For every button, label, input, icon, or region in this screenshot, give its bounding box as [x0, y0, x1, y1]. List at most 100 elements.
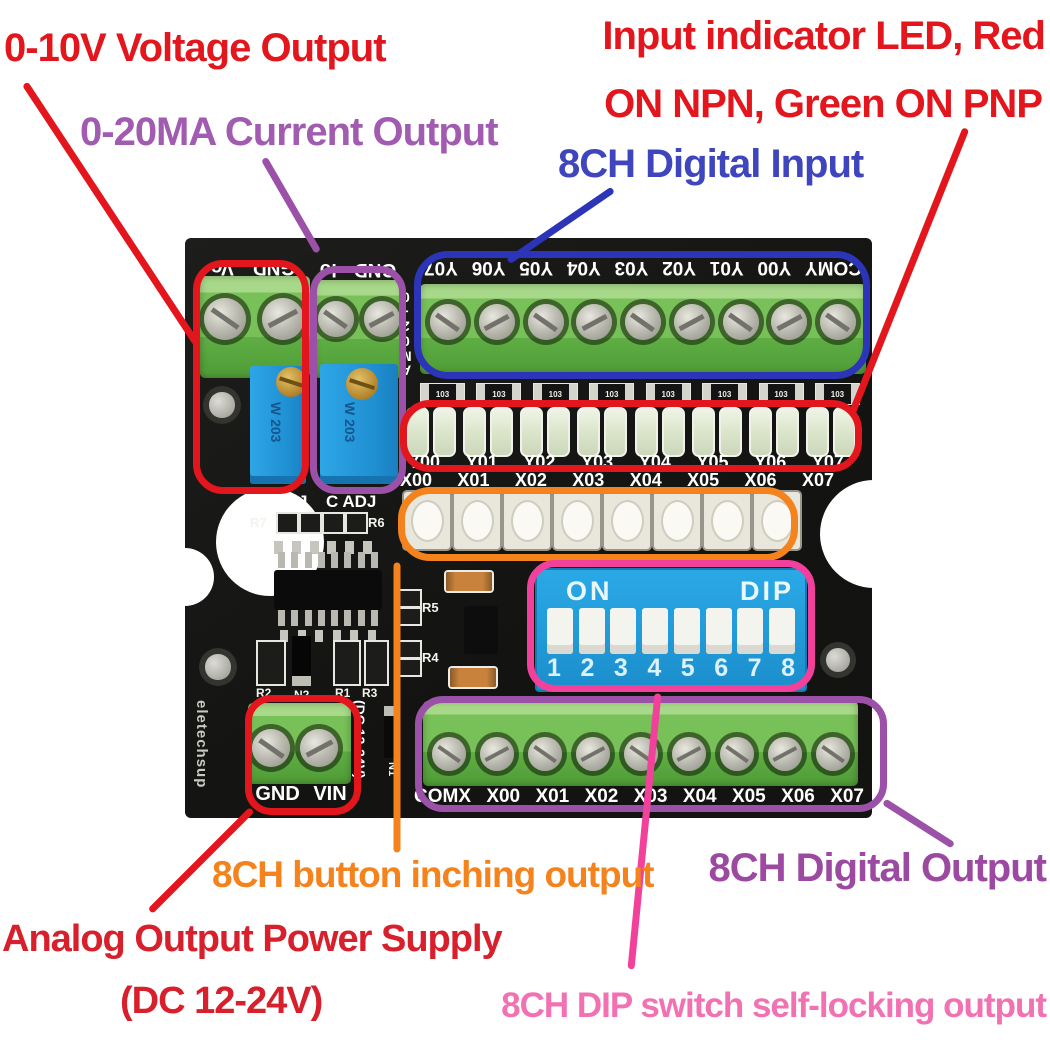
button-label: X03 [572, 470, 605, 490]
button-label: X02 [514, 470, 547, 490]
dip-number: 2 [580, 654, 595, 682]
leader-line-digital-output [882, 798, 956, 849]
screw-terminal [527, 304, 564, 340]
dip-slider [642, 608, 669, 654]
dip-slider [705, 608, 732, 654]
pot-screw [276, 367, 306, 397]
screw-terminal [318, 301, 354, 337]
callout-voltage-output [193, 260, 309, 494]
tact-button [702, 490, 752, 551]
screw-terminal [820, 304, 856, 340]
capacitor [450, 668, 496, 687]
label-dip-self-locking: 8CH DIP switch self-locking output [501, 986, 1047, 1025]
mounting-hole [203, 386, 241, 424]
screw-terminal [478, 304, 515, 340]
brand-text: eletechsup [193, 700, 210, 789]
screw-terminal [816, 737, 850, 771]
led-indicator-pair [691, 407, 742, 457]
callout-buttons [398, 487, 798, 561]
dip-slider [737, 608, 764, 654]
label-voltage-output: 0-10V Voltage Output [4, 26, 387, 70]
screw-terminal [528, 737, 562, 771]
smd-component [256, 640, 286, 686]
smd-component [333, 640, 361, 686]
board-notch-left [156, 548, 214, 606]
smd-resistor: 103 [702, 383, 748, 405]
label-input-indicator-1: Input indicator LED, Red [602, 14, 1046, 58]
screw-terminal [722, 304, 759, 340]
smd-resistor: 103 [420, 383, 465, 405]
dip-number: 7 [747, 654, 762, 682]
screw-terminal [576, 737, 610, 771]
label-power-supply-2: (DC 12-24V) [120, 980, 323, 1022]
label-current-output: 0-20MA Current Output [80, 110, 499, 154]
mounting-hole [820, 642, 856, 678]
smd-resistor: 103 [645, 383, 691, 405]
diode [292, 636, 311, 686]
button-label: X00 [400, 470, 433, 490]
callout-led-indicators [400, 400, 862, 472]
ref-r6: R6 [368, 515, 385, 530]
pot-marking: W 203 [268, 402, 284, 443]
dip-number: 4 [647, 654, 662, 682]
button-label: X07 [801, 470, 834, 490]
screw-terminal [252, 729, 290, 767]
screw-terminal [300, 729, 338, 767]
ref-r4: R4 [422, 650, 439, 665]
dip-number: 3 [613, 654, 628, 682]
smd-component [364, 640, 389, 686]
led-indicator-pair [748, 407, 799, 457]
capacitor [446, 572, 492, 591]
callout-digital-input [414, 251, 870, 379]
ic-chip [274, 570, 382, 610]
board-notch-right [820, 480, 928, 588]
screw-terminal [720, 737, 754, 771]
button-label: X05 [687, 470, 720, 490]
silkscreen-v-adj: V ADJ [258, 492, 308, 511]
ref-r5: R5 [422, 600, 439, 615]
led-indicator-pair [463, 407, 514, 457]
screw-terminal [480, 737, 514, 771]
label-digital-input: 8CH Digital Input [558, 142, 864, 186]
screw-terminal [673, 304, 710, 340]
screw-terminal [262, 298, 304, 340]
screw-terminal [364, 301, 400, 337]
dip-slider [673, 608, 700, 654]
silkscreen-button-labels: X00 X01 X02 X03 X04 X05 X06 X07 [400, 470, 834, 491]
terminal-label: X00 [486, 786, 521, 807]
led-indicator-pair [520, 407, 571, 457]
smd-component [276, 512, 299, 534]
callout-power-supply [245, 695, 361, 815]
callout-digital-output [415, 696, 887, 812]
terminal-label: X06 [781, 786, 815, 807]
screw-terminal [625, 304, 661, 340]
led-indicator-pair [634, 407, 685, 457]
silkscreen-power-labels: GND VIN [255, 783, 347, 805]
dip-slider [547, 608, 573, 654]
dip-slider [578, 608, 605, 654]
label-button-inching: 8CH button inching output [212, 854, 654, 895]
screw-terminal [771, 304, 808, 340]
screw-terminal [430, 304, 466, 340]
screw-terminal [204, 298, 246, 340]
screw-terminal [576, 304, 613, 340]
dip-dip-label: DIP [740, 576, 795, 606]
transistor [464, 606, 498, 654]
silkscreen-c-adj: C ADJ [326, 492, 377, 511]
callout-dip-switch [527, 560, 815, 692]
dip-numbers: 1 2 3 4 5 6 7 8 [547, 654, 795, 683]
pot-screw [346, 368, 378, 400]
tact-button [452, 490, 502, 551]
button-label: X04 [629, 470, 662, 490]
dip-number: 6 [714, 654, 729, 682]
ref-r7: R7 [250, 515, 267, 530]
dip-on-label: ON [566, 576, 613, 606]
screw-terminal [672, 737, 706, 771]
smd-resistor: 103 [532, 383, 578, 405]
dip-number: 5 [680, 654, 695, 682]
terminal-label: X07 [830, 786, 864, 807]
label-input-indicator-2: ON NPN, Green ON PNP [604, 82, 1043, 126]
smd-component [299, 512, 322, 534]
smd-component [345, 512, 368, 534]
